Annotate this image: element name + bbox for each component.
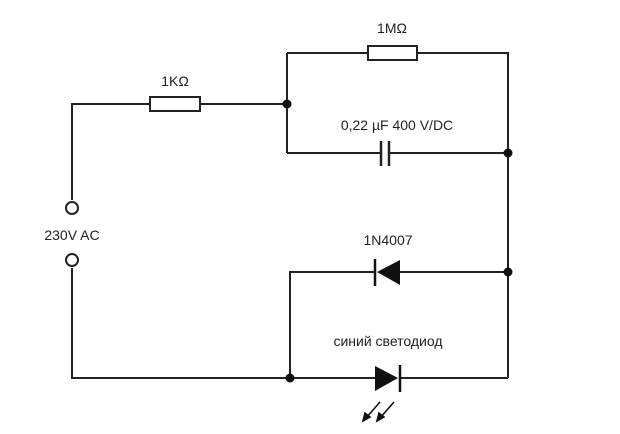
label-led: синий светодиод [333,333,442,349]
led-emission-arrows-icon [361,401,395,423]
junction-node-a [282,99,292,109]
terminal-bottom [65,253,79,267]
wire-bottom-left [71,268,375,379]
diode-1n4007 [373,259,400,286]
label-r2: 1MΩ [377,20,407,36]
junction-node-diode-right [503,267,513,277]
led-blue [375,365,402,392]
terminal-top [65,201,79,215]
resistor-1k [149,96,201,112]
label-r1: 1KΩ [161,73,189,89]
label-source: 230V AC [44,227,99,243]
wire-diode-left [289,271,375,378]
junction-node-c-right [503,148,513,158]
junction-node-led-left [285,373,295,383]
resistor-1m [367,45,418,61]
label-d1: 1N4007 [363,232,412,248]
label-c1: 0,22 µF 400 V/DC [341,117,453,133]
wire-r2-right [417,52,509,378]
wire-top-left [71,103,150,200]
